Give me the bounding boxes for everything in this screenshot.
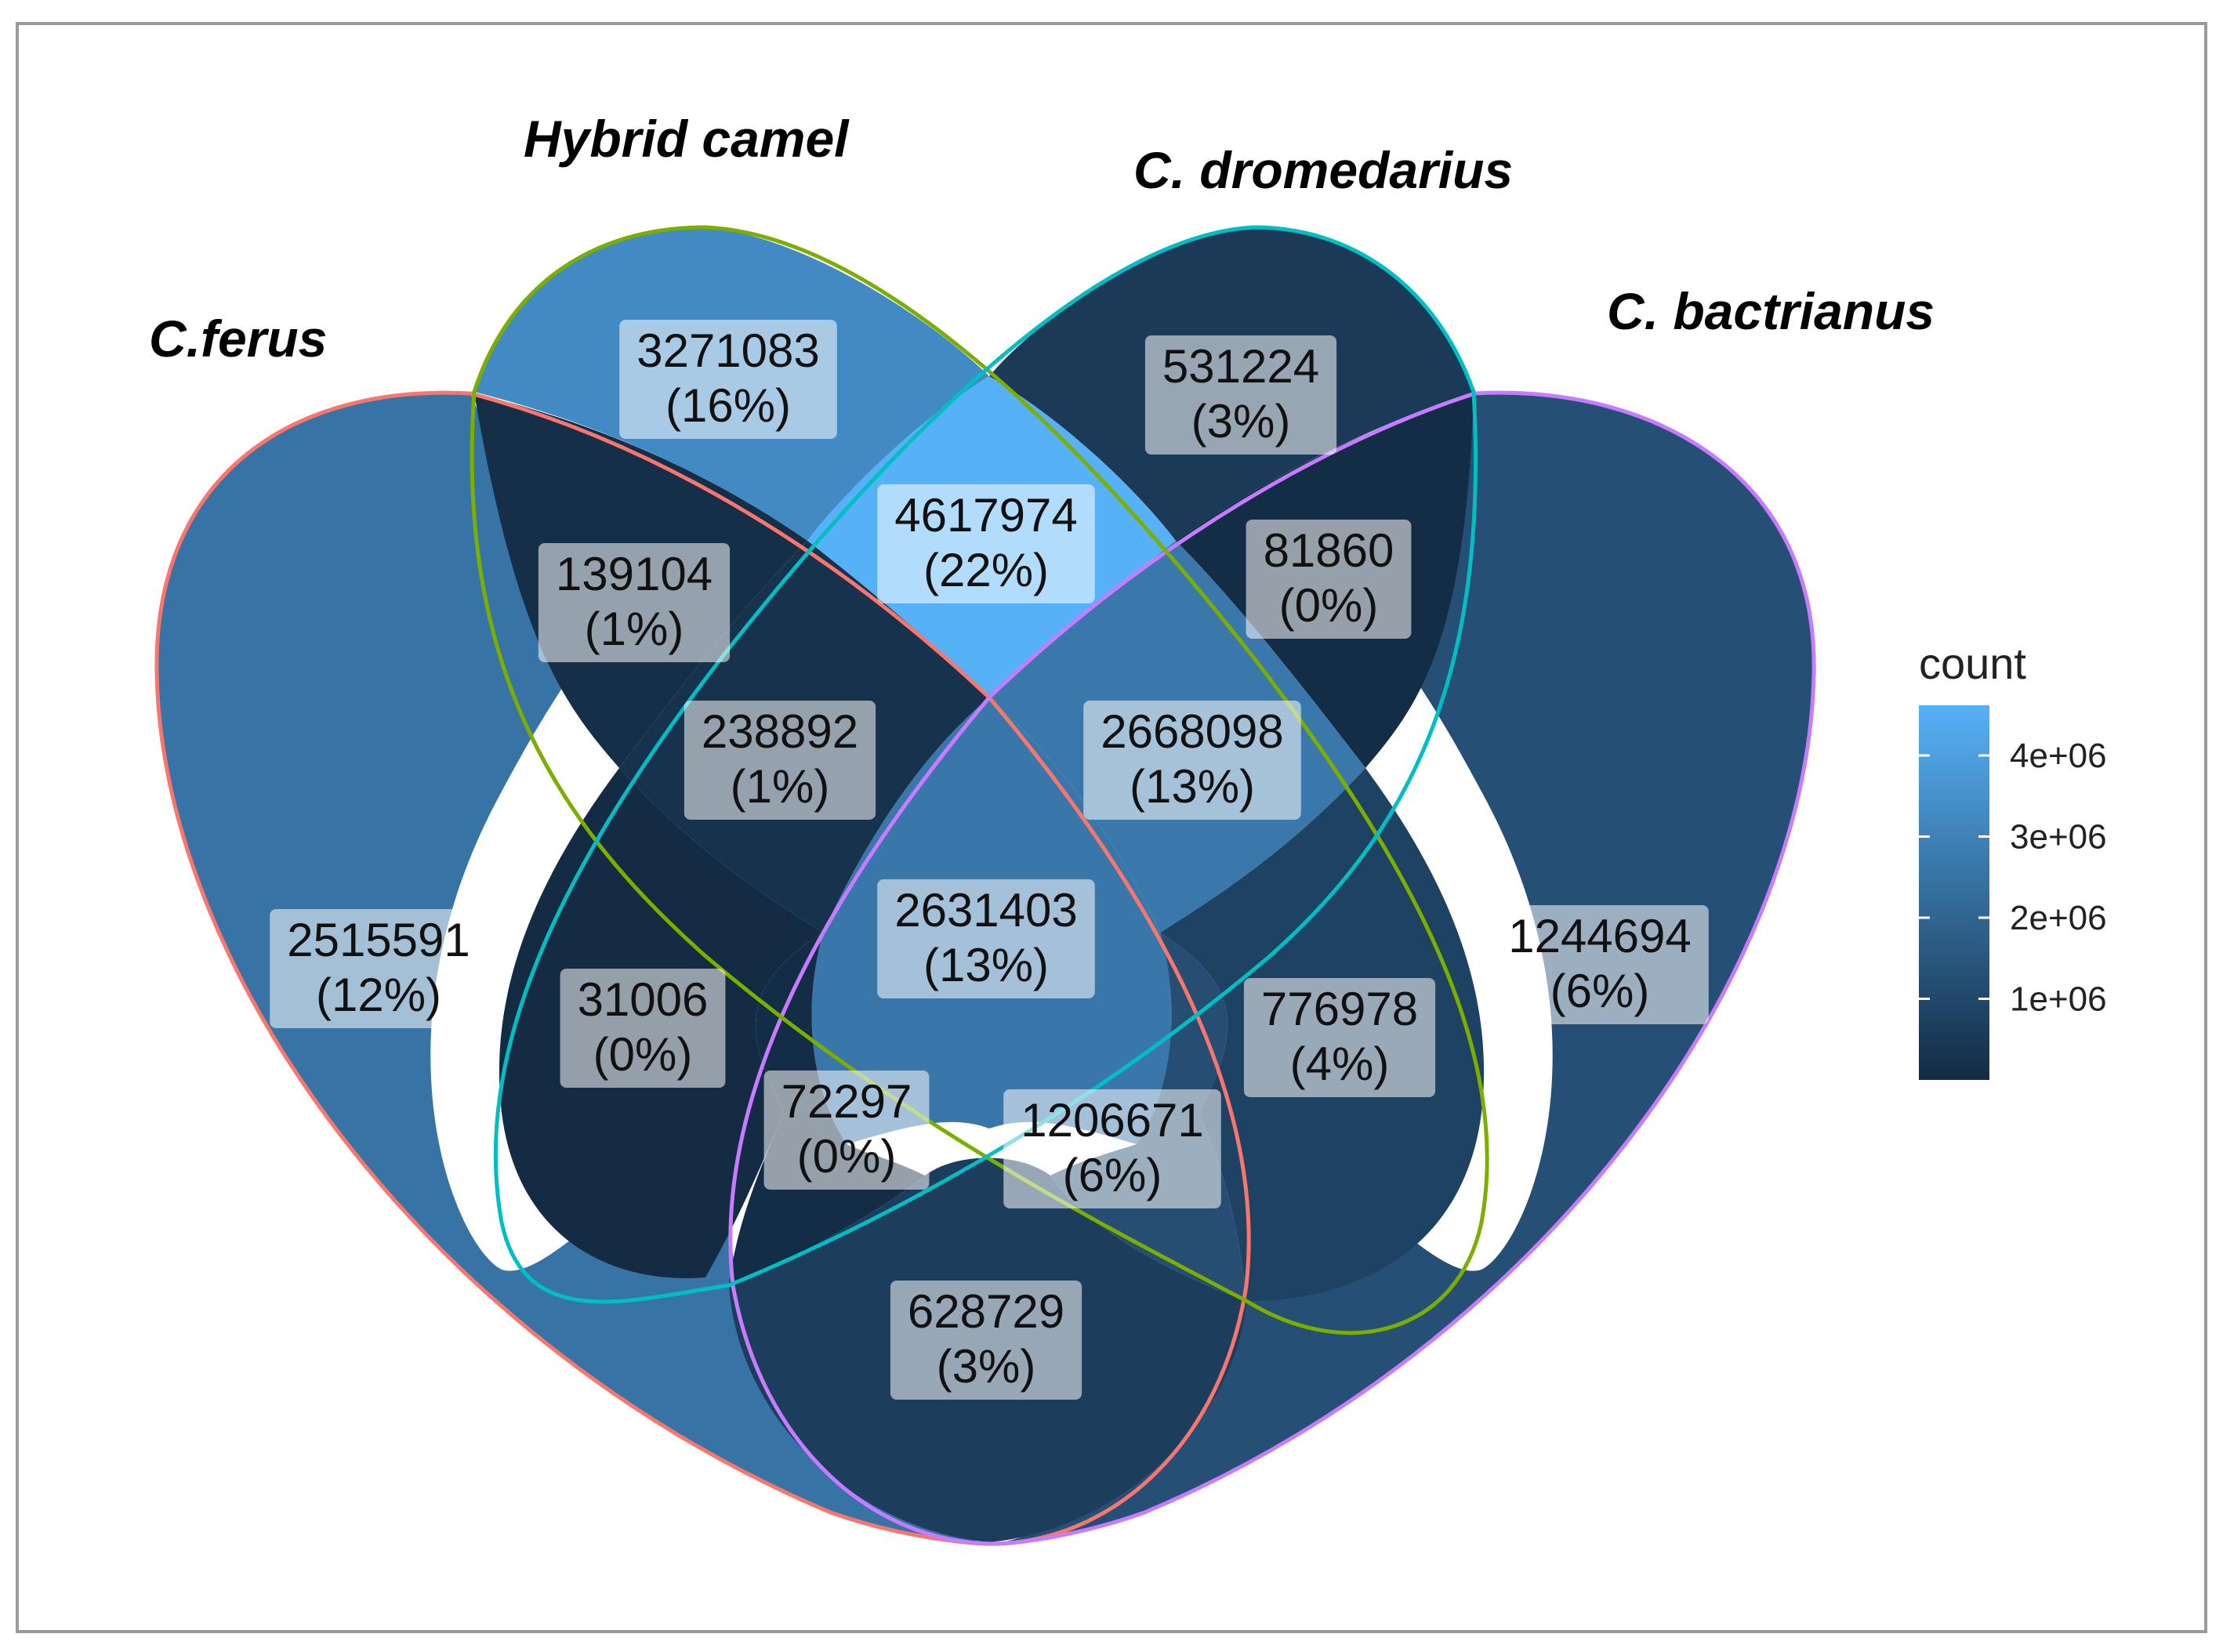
label-ferus-hybrid-bactrianus: 1206671 (6%) bbox=[1003, 1089, 1221, 1208]
label-ferus-only: 2515591 (12%) bbox=[270, 909, 488, 1028]
region-count: 776978 bbox=[1261, 983, 1418, 1035]
region-count: 1244694 bbox=[1508, 910, 1692, 962]
region-ferus-hybrid-bactrianus bbox=[1050, 933, 1246, 1301]
legend-tick-label-0: 4e+06 bbox=[2010, 737, 2107, 775]
label-box bbox=[1491, 905, 1709, 1024]
region-count: 238892 bbox=[702, 705, 858, 758]
region-count: 4617974 bbox=[894, 489, 1078, 542]
label-bactrianus-only: 1244694 (6%) bbox=[1491, 905, 1709, 1024]
label-ferus-hybrid-dromedarius: 238892 (1%) bbox=[684, 701, 876, 820]
label-dromedarius-only: 531224 (3%) bbox=[1144, 335, 1337, 455]
label-box bbox=[877, 484, 1095, 603]
region-count: 628729 bbox=[908, 1285, 1064, 1338]
region-count: 81860 bbox=[1264, 524, 1394, 577]
region-percent: (3%) bbox=[937, 1340, 1036, 1393]
label-box bbox=[1144, 335, 1337, 455]
set-label-hybrid: Hybrid camel bbox=[524, 110, 850, 168]
region-count: 2668098 bbox=[1101, 705, 1284, 758]
legend-tick-label-2: 2e+06 bbox=[2010, 899, 2107, 937]
label-box bbox=[877, 879, 1095, 998]
label-box bbox=[1243, 978, 1436, 1097]
label-hybrid-dromedarius: 4617974 (22%) bbox=[877, 484, 1095, 603]
legend-ticks: 4e+06 3e+06 2e+06 1e+06 bbox=[1919, 737, 2107, 1018]
region-count: 531224 bbox=[1162, 340, 1319, 393]
region-percent: (6%) bbox=[1063, 1149, 1162, 1201]
region-count: 139104 bbox=[556, 548, 713, 600]
outline-dromedarius bbox=[493, 225, 1478, 1304]
label-hybrid-bactrianus: 776978 (4%) bbox=[1243, 978, 1436, 1097]
region-percent: (22%) bbox=[923, 544, 1049, 596]
legend-tick-label-1: 3e+06 bbox=[2010, 817, 2107, 856]
region-percent: (1%) bbox=[731, 760, 830, 813]
legend-tick-label-3: 1e+06 bbox=[2010, 980, 2107, 1018]
set-label-dromedarius: C. dromedarius bbox=[1133, 141, 1513, 199]
label-box bbox=[763, 1071, 930, 1190]
region-count: 2631403 bbox=[894, 884, 1078, 936]
region-count: 72297 bbox=[781, 1075, 912, 1128]
set-label-bactrianus: C. bactrianus bbox=[1607, 282, 1935, 340]
label-ferus-dromedarius: 31006 (0%) bbox=[560, 969, 726, 1088]
label-ferus-hybrid: 139104 (1%) bbox=[538, 543, 731, 662]
label-all-four: 2631403 (13%) bbox=[877, 879, 1095, 998]
region-percent: (13%) bbox=[1130, 760, 1255, 813]
region-percent: (0%) bbox=[593, 1028, 693, 1081]
label-box bbox=[1083, 701, 1301, 820]
region-labels: 2515591 (12%) 3271083 (16%) 531224 (3%) … bbox=[270, 320, 1709, 1400]
label-box bbox=[538, 543, 731, 662]
region-ferus-only bbox=[156, 393, 989, 1544]
label-box bbox=[560, 969, 726, 1088]
label-box bbox=[270, 909, 488, 1028]
region-percent: (13%) bbox=[923, 939, 1049, 991]
region-percent: (3%) bbox=[1191, 395, 1291, 447]
legend-title: count bbox=[1919, 639, 2026, 688]
label-ferus-bactrianus: 628729 (3%) bbox=[890, 1281, 1082, 1400]
label-hybrid-only: 3271083 (16%) bbox=[619, 320, 837, 439]
label-box bbox=[890, 1281, 1082, 1400]
region-count: 3271083 bbox=[636, 324, 820, 377]
region-percent: (16%) bbox=[665, 379, 791, 432]
label-box bbox=[619, 320, 837, 439]
label-ferus-dromedarius-bactrianus: 72297 (0%) bbox=[763, 1071, 930, 1190]
region-percent: (4%) bbox=[1290, 1038, 1390, 1090]
label-dromedarius-bactrianus: 81860 (0%) bbox=[1246, 520, 1412, 639]
region-count: 2515591 bbox=[287, 914, 470, 966]
region-bactrianus-only bbox=[995, 393, 1815, 1544]
set-outlines bbox=[154, 225, 1816, 1546]
count-legend: count 4e+06 3e+06 2e+06 1e+06 bbox=[1919, 639, 2107, 1080]
region-percent: (0%) bbox=[1279, 579, 1379, 632]
region-percent: (6%) bbox=[1550, 965, 1650, 1017]
region-count: 31006 bbox=[578, 973, 709, 1026]
outline-bactrianus bbox=[728, 390, 1816, 1546]
outline-hybrid bbox=[470, 225, 1489, 1335]
label-hybrid-dromedarius-bactrianus: 2668098 (13%) bbox=[1083, 701, 1301, 820]
region-percent: (12%) bbox=[316, 969, 441, 1021]
label-box bbox=[684, 701, 876, 820]
set-labels: C.ferus Hybrid camel C. dromedarius C. b… bbox=[149, 110, 1935, 368]
set-label-ferus: C.ferus bbox=[149, 310, 327, 368]
region-percent: (1%) bbox=[585, 603, 684, 655]
legend-colorbar bbox=[1919, 705, 1989, 1080]
region-count: 1206671 bbox=[1021, 1094, 1204, 1147]
region-percent: (0%) bbox=[797, 1130, 897, 1183]
label-box bbox=[1246, 520, 1412, 639]
label-box bbox=[1003, 1089, 1221, 1208]
